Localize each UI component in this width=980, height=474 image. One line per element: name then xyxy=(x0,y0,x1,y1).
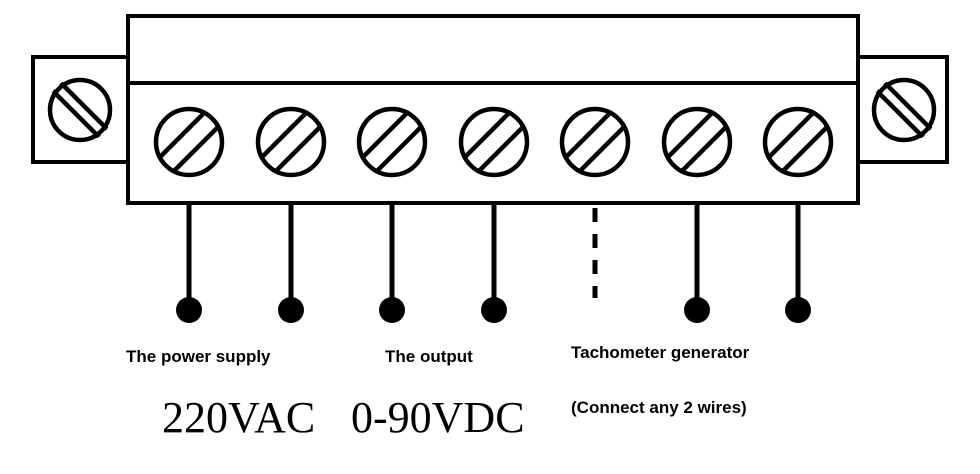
terminal-connection-dot-7 xyxy=(785,297,811,323)
terminal-screw-2-icon xyxy=(255,106,327,178)
tachometer-label: Tachometer generator xyxy=(571,343,750,362)
power-voltage-value: 220VAC xyxy=(162,393,316,442)
output-label: The output xyxy=(385,347,473,366)
terminal-screw-4-icon xyxy=(458,106,530,178)
terminal-connection-dot-2 xyxy=(278,297,304,323)
terminal-connection-dot-3 xyxy=(379,297,405,323)
terminal-connection-dot-6 xyxy=(684,297,710,323)
terminal-screw-1-icon xyxy=(153,106,225,178)
terminal-screw-3-icon xyxy=(356,106,428,178)
connect-note-label: (Connect any 2 wires) xyxy=(571,398,747,417)
power-supply-label: The power supply xyxy=(126,347,271,366)
right-flange-screw-icon xyxy=(871,77,937,143)
terminal-screw-5-icon xyxy=(559,106,631,178)
terminal-screw-6-icon xyxy=(661,106,733,178)
terminal-connection-dot-4 xyxy=(481,297,507,323)
terminal-connection-dot-1 xyxy=(176,297,202,323)
left-flange-screw-icon xyxy=(47,77,113,143)
terminal-screw-7-icon xyxy=(762,106,834,178)
output-voltage-value: 0-90VDC xyxy=(351,393,525,442)
